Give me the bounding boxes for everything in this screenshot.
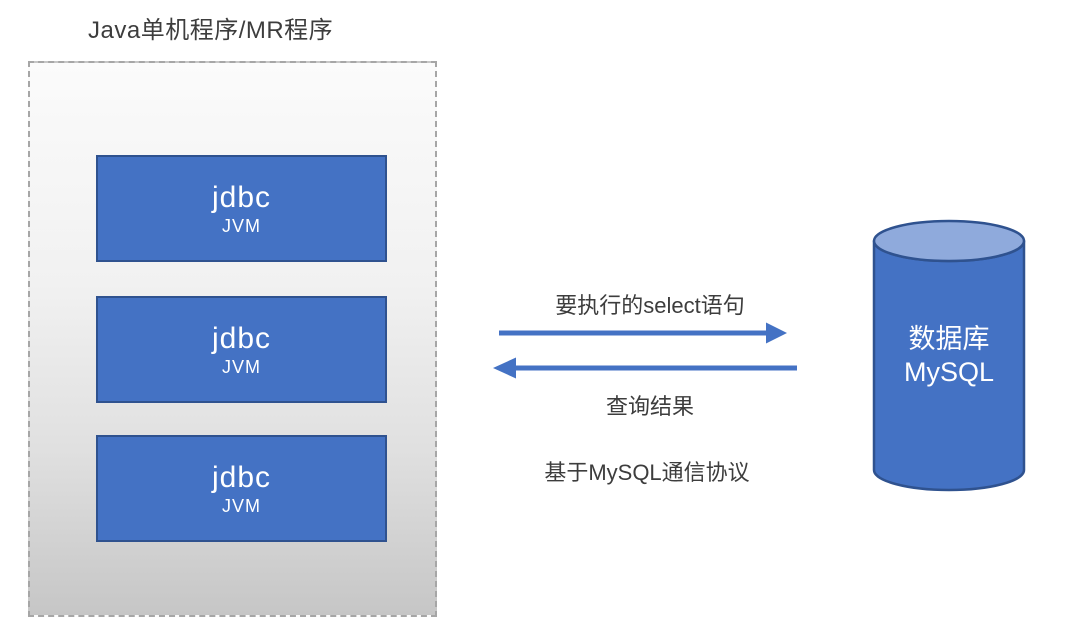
jdbc-label: jdbc — [211, 460, 272, 494]
jvm-label: JVM — [222, 356, 261, 377]
jvm-label: JVM — [222, 495, 261, 516]
jdbc-label: jdbc — [211, 321, 272, 355]
client-group-box: jdbc JVM jdbc JVM jdbc JVM — [28, 61, 437, 617]
jdbc-node-1: jdbc JVM — [96, 155, 387, 262]
jdbc-node-3: jdbc JVM — [96, 435, 387, 542]
protocol-label: 基于MySQL通信协议 — [544, 460, 750, 485]
response-label: 查询结果 — [605, 394, 694, 419]
request-label: 要执行的select语句 — [555, 293, 745, 318]
left-arrow-icon — [493, 357, 797, 379]
database-icon — [872, 219, 1026, 492]
database-label-line2: MySQL — [903, 357, 995, 387]
database-label-line1: 数据库 — [908, 324, 990, 354]
request-response-arrows-icon — [493, 322, 797, 379]
jvm-label: JVM — [222, 215, 261, 236]
jdbc-label: jdbc — [211, 180, 272, 214]
database-label: 数据库 MySQL — [870, 323, 1028, 389]
jdbc-node-2: jdbc JVM — [96, 296, 387, 403]
right-arrow-icon — [499, 322, 787, 344]
database-cylinder: 数据库 MySQL — [870, 218, 1028, 494]
diagram-title: Java单机程序/MR程序 — [88, 17, 334, 44]
